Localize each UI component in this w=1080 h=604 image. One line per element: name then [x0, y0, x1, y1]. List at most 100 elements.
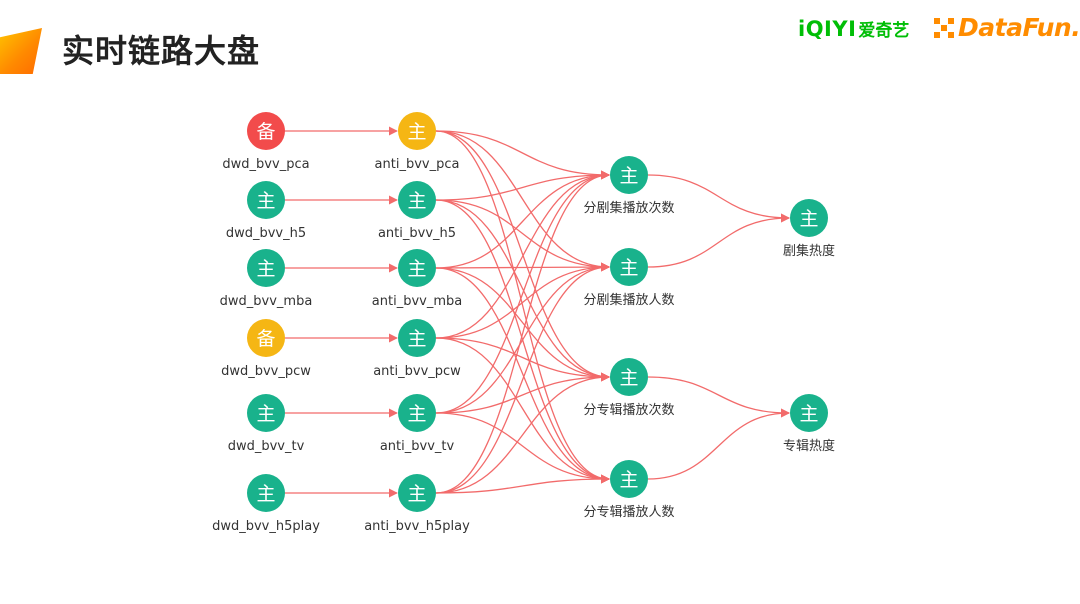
- node-circle: [398, 249, 436, 287]
- edge-anti_mba-to-ep_play: [435, 170, 610, 269]
- edge-anti_mba-to-al_play: [435, 267, 610, 382]
- node-glyph: 主: [407, 403, 426, 425]
- node-label: dwd_bvv_pcw: [221, 364, 311, 379]
- node-glyph: 主: [619, 367, 638, 389]
- node-anti_tv[interactable]: 主 anti_bvv_tv: [380, 394, 455, 454]
- iqiyi-logo-text: iQIYI: [798, 17, 857, 41]
- node-circle: [610, 460, 648, 498]
- node-glyph: 主: [407, 328, 426, 350]
- node-label: anti_bvv_tv: [380, 439, 455, 454]
- node-circle: [247, 112, 285, 150]
- node-label: dwd_bvv_mba: [220, 294, 313, 309]
- node-label: 专辑热度: [783, 438, 835, 454]
- node-glyph: 主: [407, 258, 426, 280]
- node-glyph: 主: [619, 469, 638, 491]
- node-dwd_h5play[interactable]: 主 dwd_bvv_h5play: [212, 474, 320, 534]
- node-label: anti_bvv_pca: [375, 157, 460, 172]
- edge-anti_tv-to-ep_play: [435, 170, 610, 414]
- node-label: anti_bvv_h5: [378, 226, 456, 241]
- node-label: 剧集热度: [783, 243, 835, 259]
- edge-anti_tv-to-al_play: [435, 372, 610, 414]
- node-glyph: 主: [407, 190, 426, 212]
- edge-anti_pca-to-ep_play: [435, 130, 610, 180]
- edge-ep_user-to-ep_heat: [647, 213, 790, 268]
- node-anti_mba[interactable]: 主 anti_bvv_mba: [372, 249, 462, 309]
- edge-anti_h5play-to-ep_play: [435, 170, 610, 494]
- edge-anti_h5play-to-al_user: [435, 474, 610, 494]
- node-circle: [247, 474, 285, 512]
- edge-anti_tv-to-al_user: [435, 412, 610, 484]
- node-glyph: 主: [256, 403, 275, 425]
- edge-layer: [284, 126, 790, 498]
- page-title: 实时链路大盘: [62, 32, 261, 70]
- edge-anti_h5-to-ep_play: [435, 170, 610, 201]
- node-label: anti_bvv_mba: [372, 294, 462, 309]
- edge-anti_pca-to-ep_user: [435, 130, 610, 272]
- datafun-mark-icon: [934, 18, 954, 38]
- node-dwd_tv[interactable]: 主 dwd_bvv_tv: [228, 394, 305, 454]
- iqiyi-logo: iQIYI 爱奇艺: [798, 14, 909, 46]
- node-circle: [790, 199, 828, 237]
- node-anti_pcw[interactable]: 主 anti_bvv_pcw: [373, 319, 461, 379]
- node-dwd_mba[interactable]: 主 dwd_bvv_mba: [220, 249, 313, 309]
- edge-anti_pcw-to-al_play: [435, 337, 610, 382]
- edge-anti_h5play-to-ep_user: [435, 262, 610, 494]
- edge-anti_h5-to-ep_user: [435, 199, 610, 272]
- node-circle: [610, 248, 648, 286]
- node-label: 分专辑播放次数: [583, 402, 674, 418]
- datafun-logo: DataFun.: [934, 12, 1080, 44]
- node-label: dwd_bvv_h5play: [212, 519, 320, 534]
- node-circle: [610, 156, 648, 194]
- node-glyph: 主: [799, 208, 818, 230]
- node-circle: [247, 181, 285, 219]
- node-circle: [398, 319, 436, 357]
- node-circle: [398, 474, 436, 512]
- node-label: 分剧集播放次数: [583, 200, 674, 216]
- node-glyph: 主: [407, 483, 426, 505]
- node-anti_pca[interactable]: 主 anti_bvv_pca: [375, 112, 460, 172]
- node-label: dwd_bvv_pca: [222, 157, 309, 172]
- iqiyi-logo-chinese: 爱奇艺: [858, 21, 910, 41]
- node-glyph: 主: [256, 483, 275, 505]
- edge-anti_pca-to-al_user: [435, 130, 610, 484]
- node-glyph: 主: [256, 190, 275, 212]
- node-circle: [398, 112, 436, 150]
- node-label: anti_bvv_pcw: [373, 364, 461, 379]
- node-anti_h5[interactable]: 主 anti_bvv_h5: [378, 181, 456, 241]
- node-label: dwd_bvv_h5: [226, 226, 306, 241]
- edge-anti_pcw-to-ep_user: [435, 262, 610, 339]
- node-glyph: 主: [799, 403, 818, 425]
- node-dwd_h5[interactable]: 主 dwd_bvv_h5: [226, 181, 306, 241]
- datafun-logo-text: DataFun.: [958, 13, 1080, 42]
- node-glyph: 主: [407, 121, 426, 143]
- node-circle: [610, 358, 648, 396]
- edge-anti_mba-to-ep_user: [435, 262, 610, 272]
- node-label: anti_bvv_h5play: [364, 519, 470, 534]
- edge-al_play-to-al_heat: [647, 376, 790, 418]
- node-anti_h5play[interactable]: 主 anti_bvv_h5play: [364, 474, 470, 534]
- node-circle: [398, 394, 436, 432]
- edge-anti_h5play-to-al_play: [435, 372, 610, 494]
- edge-al_user-to-al_heat: [647, 408, 790, 480]
- edge-anti_h5-to-al_play: [435, 199, 610, 382]
- node-glyph: 主: [619, 257, 638, 279]
- edge-ep_play-to-ep_heat: [647, 174, 790, 223]
- edge-anti_pcw-to-ep_play: [435, 170, 610, 339]
- edge-anti_pcw-to-al_user: [435, 337, 610, 484]
- edge-anti_pca-to-al_play: [435, 130, 610, 382]
- node-glyph: 主: [256, 258, 275, 280]
- node-label: dwd_bvv_tv: [228, 439, 305, 454]
- edge-anti_mba-to-al_user: [435, 267, 610, 484]
- edge-anti_tv-to-ep_user: [435, 262, 610, 414]
- node-circle: [790, 394, 828, 432]
- node-circle: [247, 249, 285, 287]
